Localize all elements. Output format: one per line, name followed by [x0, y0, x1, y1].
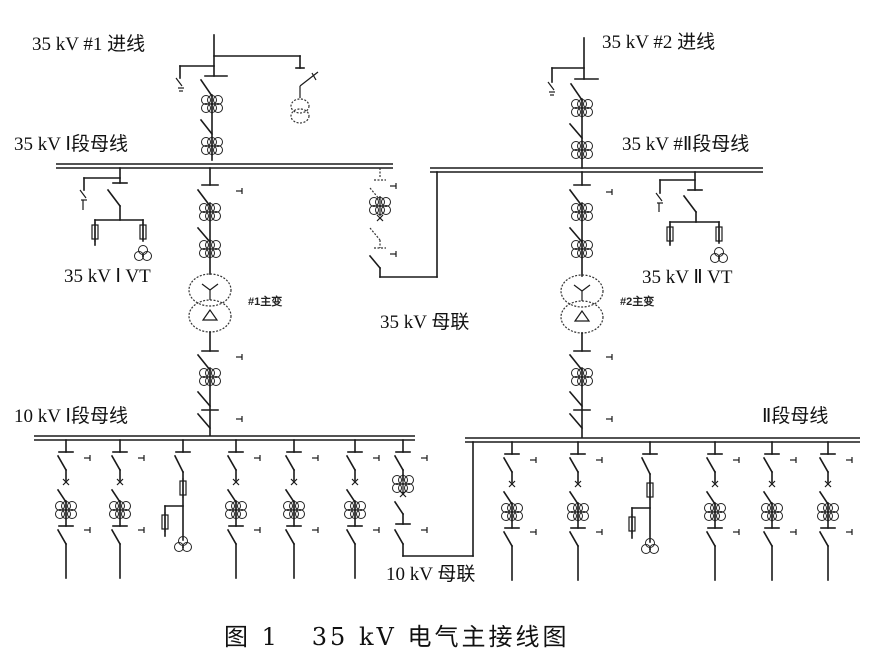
figure-caption: 图 1 35 kV 电气主接线图	[224, 623, 569, 651]
feeder-bay-1-5	[282, 439, 319, 579]
feeder-bay-2-4	[703, 441, 740, 581]
vt-35kv-2	[655, 171, 728, 263]
feeder-bay-2-1	[500, 441, 537, 581]
bus-tie-35kv	[368, 168, 438, 278]
feeder-bay-2-5	[760, 441, 797, 581]
feeder-bay-2-2	[566, 441, 603, 581]
label-bus-10-1: 10 kV Ⅰ段母线	[14, 405, 128, 427]
incoming-line-1	[175, 34, 319, 161]
feeder-bay-1-7-bus-tie	[391, 439, 428, 557]
label-incoming-2: 35 kV #2 进线	[602, 31, 715, 53]
busbar-10kv-section-2	[465, 437, 860, 443]
busbar-10kv-section-1	[34, 435, 415, 441]
label-vt-35-1: 35 kV Ⅰ VT	[64, 266, 151, 287]
feeder-bay-1-4	[224, 439, 261, 579]
label-bus-35-1: 35 kV Ⅰ段母线	[14, 133, 128, 155]
label-bus-35-2: 35 kV #Ⅱ段母线	[622, 133, 749, 155]
transformer-bay-2	[560, 171, 613, 438]
transformer-bay-1	[188, 167, 243, 436]
label-bus-tie-35: 35 kV 母联	[380, 311, 469, 333]
busbar-35kv-section-2	[430, 167, 763, 173]
bus-tie-10kv	[402, 441, 474, 557]
label-transformer-2: #2主变	[620, 294, 654, 308]
label-vt-35-2: 35 kV Ⅱ VT	[642, 267, 733, 288]
label-transformer-1: #1主变	[248, 294, 282, 308]
feeders-10kv	[54, 439, 853, 581]
feeder-bay-1-6	[343, 439, 380, 579]
incoming-line-2	[547, 37, 599, 169]
feeder-bay-1-1	[54, 439, 91, 579]
feeder-bay-2-3-pt	[628, 441, 659, 554]
feeder-bay-2-6	[816, 441, 853, 581]
label-incoming-1: 35 kV #1 进线	[32, 33, 145, 55]
feeder-bay-1-3-pt	[161, 439, 192, 552]
label-bus-10-2: Ⅱ段母线	[762, 405, 828, 427]
label-bus-tie-10: 10 kV 母联	[386, 563, 475, 585]
feeder-bay-1-2	[108, 439, 145, 579]
busbar-35kv-section-1	[56, 163, 393, 169]
vt-35kv-1	[79, 167, 152, 261]
